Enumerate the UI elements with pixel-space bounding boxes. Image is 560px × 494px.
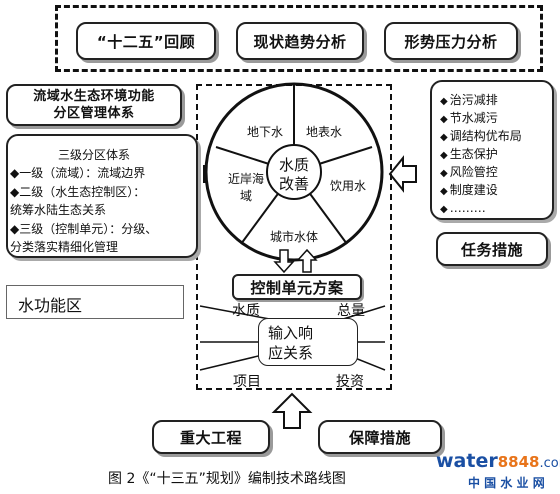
watermark-subtitle: 中 国 水 业 网 bbox=[468, 476, 545, 490]
wheel-urban-water: 城市水体 bbox=[270, 230, 319, 244]
control-total-amount: 总量 bbox=[337, 303, 365, 319]
figure-caption: 图 2《“十三五”规划》编制技术路线图 bbox=[108, 471, 346, 487]
guarantee-measures-label: 保障措施 bbox=[348, 428, 411, 447]
control-project: 项目 bbox=[233, 374, 261, 390]
top-dashed-frame bbox=[55, 5, 543, 72]
task-measures-label: 任务措施 bbox=[460, 240, 523, 259]
status-trend-label: 现状趋势分析 bbox=[253, 32, 347, 51]
wheel-nearshore-line2: 域 bbox=[240, 189, 253, 203]
task-item: 节水减污 bbox=[440, 110, 522, 128]
pressure-analysis-label: 形势压力分析 bbox=[404, 32, 498, 51]
bottom-up-arrow bbox=[271, 392, 313, 429]
right-arrow bbox=[388, 155, 417, 193]
status-trend-box: 现状趋势分析 bbox=[236, 22, 364, 60]
wheel-nearshore-line1: 近岸海 bbox=[228, 172, 265, 186]
zoning-line-2: ◆二级（水生态控制区）： bbox=[10, 185, 146, 199]
task-item: ……… bbox=[440, 200, 522, 218]
zoning-line-1: ◆一级（流域）：流域边界 bbox=[10, 166, 146, 180]
major-projects-label: 重大工程 bbox=[179, 428, 242, 447]
guarantee-measures-box: 保障措施 bbox=[318, 420, 442, 454]
task-item: 治污减排 bbox=[440, 92, 522, 110]
zoning-title-line1: 流域水生态环境功能 bbox=[33, 89, 155, 104]
wheel-center-line2: 改善 bbox=[279, 175, 310, 193]
zoning-line-4: ◆三级（控制单元）：分级、 bbox=[10, 222, 158, 236]
control-investment: 投资 bbox=[336, 374, 364, 390]
io-response-line2: 应关系 bbox=[268, 344, 314, 362]
control-unit-title-box: 控制单元方案 bbox=[232, 274, 362, 300]
control-water-quality: 水质 bbox=[232, 303, 260, 319]
pressure-analysis-box: 形势压力分析 bbox=[384, 22, 518, 60]
watermark-logo: water8848.com bbox=[436, 450, 560, 472]
review-box: “十二五”回顾 bbox=[76, 22, 216, 60]
up-arrow bbox=[296, 248, 318, 273]
task-item: 调结构优布局 bbox=[440, 128, 522, 146]
zoning-title-box: 流域水生态环境功能 分区管理体系 bbox=[6, 84, 182, 126]
water-function-zone-label: 水功能区 bbox=[18, 296, 83, 315]
task-measures-box: 任务措施 bbox=[436, 232, 548, 266]
zoning-line-5: 分类落实精细化管理 bbox=[10, 240, 119, 254]
task-item: 制度建设 bbox=[440, 182, 522, 200]
io-response-box bbox=[258, 318, 358, 366]
zoning-line-3: 统筹水陆生态关系 bbox=[10, 203, 107, 217]
zoning-detail-panel bbox=[6, 134, 198, 258]
water-function-zone-box bbox=[6, 285, 184, 319]
control-unit-title: 控制单元方案 bbox=[250, 278, 344, 297]
watermark-brand-a: water bbox=[436, 450, 498, 472]
task-item: 生态保护 bbox=[440, 146, 522, 164]
zoning-heading: 三级分区体系 bbox=[58, 148, 131, 162]
io-response-line1: 输入响 bbox=[268, 324, 314, 342]
zoning-title-line2: 分区管理体系 bbox=[53, 106, 135, 121]
review-label: “十二五”回顾 bbox=[96, 32, 196, 51]
major-projects-box: 重大工程 bbox=[152, 420, 270, 454]
down-arrow bbox=[273, 249, 295, 274]
wheel-groundwater: 地下水 bbox=[247, 125, 284, 139]
task-list: 治污减排 节水减污 调结构优布局 生态保护 风险管控 制度建设 ……… bbox=[440, 92, 522, 218]
watermark-brand-b: 8848 bbox=[497, 453, 540, 471]
wheel-surface-water: 地表水 bbox=[306, 125, 343, 139]
wheel-center bbox=[266, 144, 322, 200]
wheel-center-line1: 水质 bbox=[279, 156, 310, 174]
wheel-drinking-water: 饮用水 bbox=[330, 179, 367, 193]
task-item: 风险管控 bbox=[440, 164, 522, 182]
watermark-brand-c: .com bbox=[539, 456, 560, 471]
